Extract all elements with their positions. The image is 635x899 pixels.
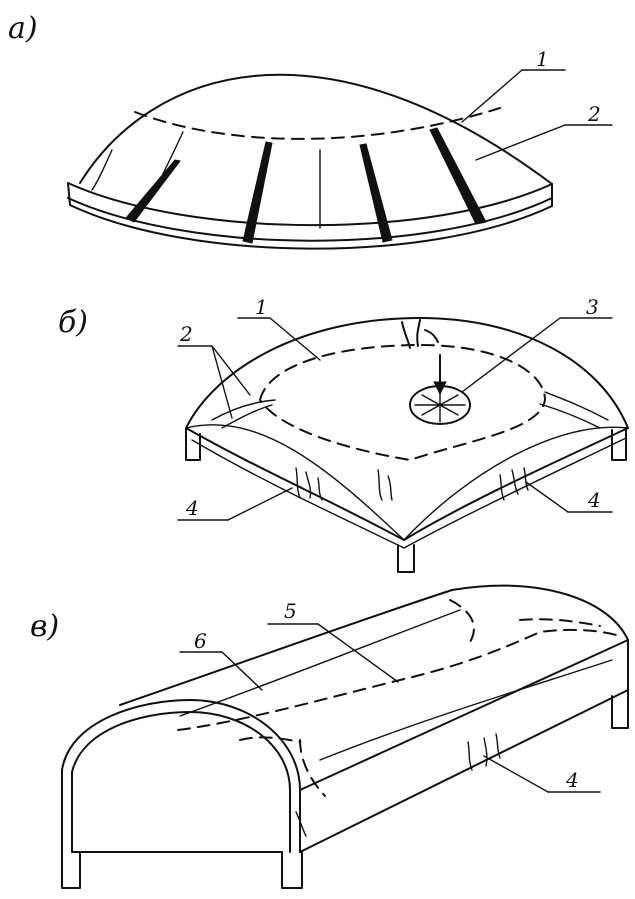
callout-number: 6 xyxy=(194,629,207,653)
callout-number: 3 xyxy=(586,295,599,319)
base-ring-bottom xyxy=(69,204,553,250)
front-right-edge xyxy=(403,427,629,541)
callout-b-4-right: 4 xyxy=(525,481,613,513)
callout-number: 1 xyxy=(536,47,549,71)
vault-top-left-line xyxy=(119,589,453,706)
callout-b-4-left: 4 xyxy=(177,487,293,521)
diagonal-ridge xyxy=(403,426,629,541)
dome-outline xyxy=(79,73,553,185)
load-arrow-head xyxy=(433,381,447,396)
callout-number: 1 xyxy=(255,295,268,319)
callout-number: 2 xyxy=(179,322,193,346)
corner-wrinkles-left xyxy=(211,399,276,429)
longitudinal-crack xyxy=(179,609,461,717)
callout-b-1: 1 xyxy=(237,295,321,361)
column-right xyxy=(611,427,627,461)
dome-ring-crack xyxy=(134,107,501,140)
dome-drawing xyxy=(67,73,553,250)
top-edge-cracks xyxy=(401,319,439,349)
callout-a-1: 1 xyxy=(461,47,566,123)
callout-a-2: 2 xyxy=(475,102,613,161)
callout-number: 4 xyxy=(185,496,199,520)
square-dome-drawing xyxy=(185,317,629,573)
front-arch-inner xyxy=(71,711,291,853)
leader-line xyxy=(221,651,263,691)
callout-v-6: 6 xyxy=(179,629,263,691)
front-arch-outer xyxy=(61,699,301,853)
leader-line xyxy=(211,345,251,396)
leader-line xyxy=(317,623,399,683)
meridian xyxy=(91,149,113,191)
radial-crack xyxy=(242,141,273,244)
callout-b-3: 3 xyxy=(461,295,613,393)
callout-b-2: 2 xyxy=(177,322,251,419)
corner-wrinkles-right xyxy=(539,391,609,429)
longitudinal-crack xyxy=(319,659,613,761)
callout-number: 4 xyxy=(565,768,579,792)
leader-line xyxy=(227,487,293,521)
leader-line xyxy=(269,317,321,361)
side-wall-cracks xyxy=(467,733,501,771)
base-ring-top xyxy=(67,182,553,227)
leader-line xyxy=(483,755,549,793)
column-front-right xyxy=(281,851,303,889)
column-front xyxy=(397,544,415,573)
barrel-vault-drawing xyxy=(61,584,629,889)
panel-v-label: в) xyxy=(30,609,59,644)
callout-number: 4 xyxy=(587,488,601,512)
leader-line xyxy=(461,317,561,393)
panel-b-label: б) xyxy=(58,305,88,340)
leader-line xyxy=(525,481,569,513)
dashed-crack xyxy=(299,739,326,797)
radial-crack xyxy=(429,127,487,225)
front-left-edge xyxy=(185,427,405,541)
callout-number: 2 xyxy=(587,102,601,126)
dashed-crack xyxy=(519,618,601,627)
panel-v: в) xyxy=(30,584,629,889)
side-wall-cracks xyxy=(295,811,307,837)
dashed-crack-contour xyxy=(258,343,547,462)
front-left-edge-lower xyxy=(191,439,405,549)
panel-b: б) xyxy=(58,295,629,573)
column-left xyxy=(185,427,201,461)
column-front-left xyxy=(61,851,81,889)
vault-eave-line xyxy=(299,639,629,791)
callout-v-4: 4 xyxy=(483,755,601,793)
panel-a: а) 1 xyxy=(8,11,613,250)
callout-number: 5 xyxy=(284,599,297,623)
leader-line xyxy=(461,69,523,123)
leader-line xyxy=(211,345,233,419)
vault-back-arch xyxy=(451,584,629,641)
side-cracks-right xyxy=(499,467,529,501)
side-cracks-left xyxy=(295,467,323,501)
radial-crack xyxy=(125,159,181,223)
diagonal-ridge xyxy=(185,424,405,541)
column-back-right xyxy=(611,689,629,729)
front-right-edge-lower xyxy=(403,437,627,549)
opening-radial-cracks xyxy=(414,387,466,423)
radial-crack xyxy=(359,143,393,243)
callout-v-5: 5 xyxy=(267,599,399,683)
leader-line xyxy=(475,124,566,161)
dashed-crack xyxy=(177,628,621,731)
base-ring-mid xyxy=(67,197,553,242)
dome-top-outline xyxy=(185,317,629,429)
dashed-crack xyxy=(239,736,301,743)
panel-a-label: а) xyxy=(8,11,38,46)
dashed-crack xyxy=(449,599,475,643)
vault-base-line xyxy=(299,689,629,853)
base-ring-left-edge xyxy=(67,182,71,206)
side-cracks-mid xyxy=(377,469,393,501)
